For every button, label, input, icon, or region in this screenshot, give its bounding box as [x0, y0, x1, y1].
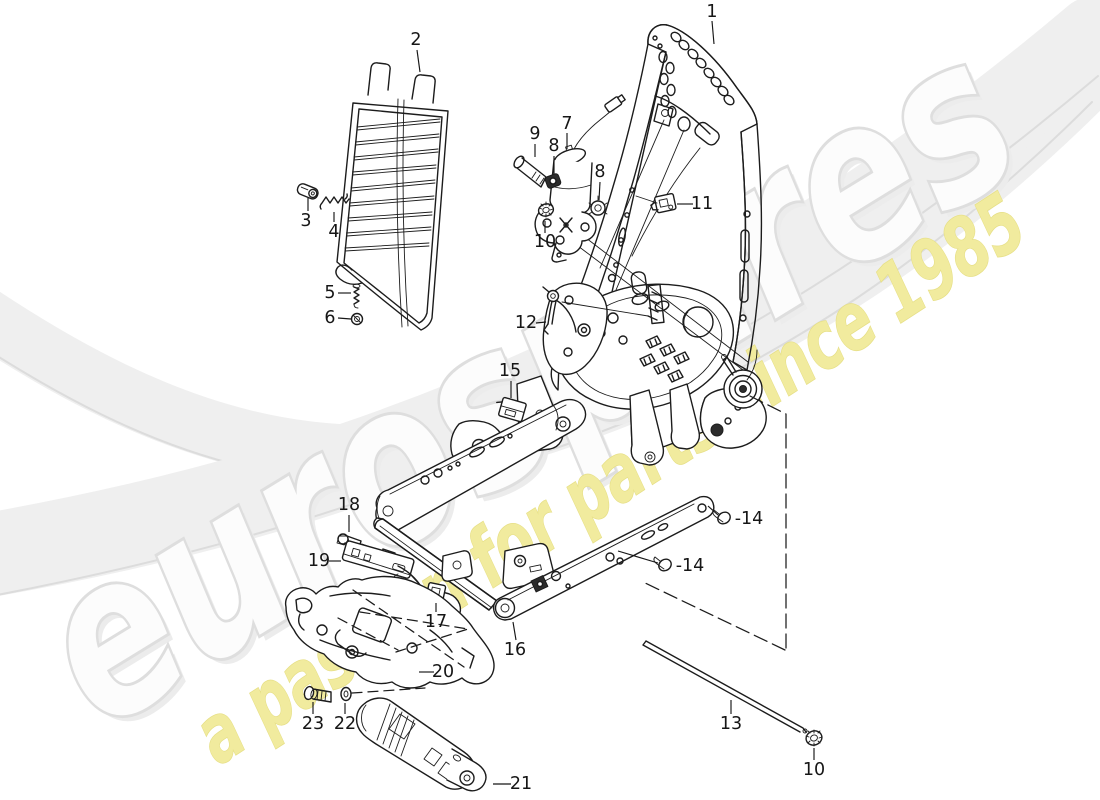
callout-6: 6: [324, 308, 335, 328]
rod-13-drawing: [642, 640, 823, 747]
callout-leader-14b: [617, 550, 659, 564]
seat-rail-16-drawing: [492, 495, 731, 621]
callout-leader-14a: [707, 505, 719, 516]
assembly-reference-lines: [337, 395, 787, 694]
backrest-panel-drawing: [335, 62, 449, 331]
callout-leader-6: [337, 317, 352, 320]
callout-5: 5: [324, 283, 335, 303]
callout-22: 22: [334, 714, 356, 734]
callout-18: 18: [338, 495, 360, 515]
small-fasteners-drawing: [296, 183, 364, 326]
recline-motor-drawing: [513, 94, 677, 335]
housing-20-drawing: [284, 575, 495, 689]
callout-leader-1: [711, 20, 715, 45]
callout-labels: 12345678891010111213-14-1415161718192021…: [300, 2, 825, 794]
callout-3: 3: [300, 211, 311, 231]
line-art: [284, 24, 823, 792]
callout-14b: -14: [676, 556, 705, 576]
callout-20: 20: [432, 662, 454, 682]
actuator-21-drawing: [355, 697, 487, 792]
callout-2: 2: [410, 30, 421, 50]
callout-17: 17: [425, 612, 447, 632]
callout-15: 15: [499, 361, 521, 381]
callout-13: 13: [720, 714, 742, 734]
callout-19: 19: [308, 551, 330, 571]
seat-rail-left-drawing: [373, 398, 587, 611]
callout-10b: 10: [803, 760, 825, 780]
callout-11: 11: [691, 194, 713, 214]
screw-23-washer-22-drawing: [303, 685, 352, 703]
backrest-frame-drawing: [450, 24, 767, 473]
callout-4: 4: [328, 222, 339, 242]
callout-14a: -14: [735, 509, 764, 529]
callout-leader-8b: [598, 181, 601, 201]
callout-12: 12: [515, 313, 537, 333]
clip-15-drawing: [496, 396, 527, 423]
callout-leader-2: [416, 49, 421, 73]
callout-leader-12: [535, 321, 547, 324]
callout-leader-16: [512, 621, 517, 641]
callout-23: 23: [302, 714, 324, 734]
callout-10a: 10: [534, 232, 556, 252]
callout-1: 1: [706, 2, 717, 22]
callout-8a: 8: [548, 136, 559, 156]
callout-8b: 8: [594, 162, 605, 182]
callout-21: 21: [510, 774, 532, 794]
callout-9: 9: [529, 124, 540, 144]
callout-7: 7: [561, 114, 572, 134]
callout-16: 16: [504, 640, 526, 660]
